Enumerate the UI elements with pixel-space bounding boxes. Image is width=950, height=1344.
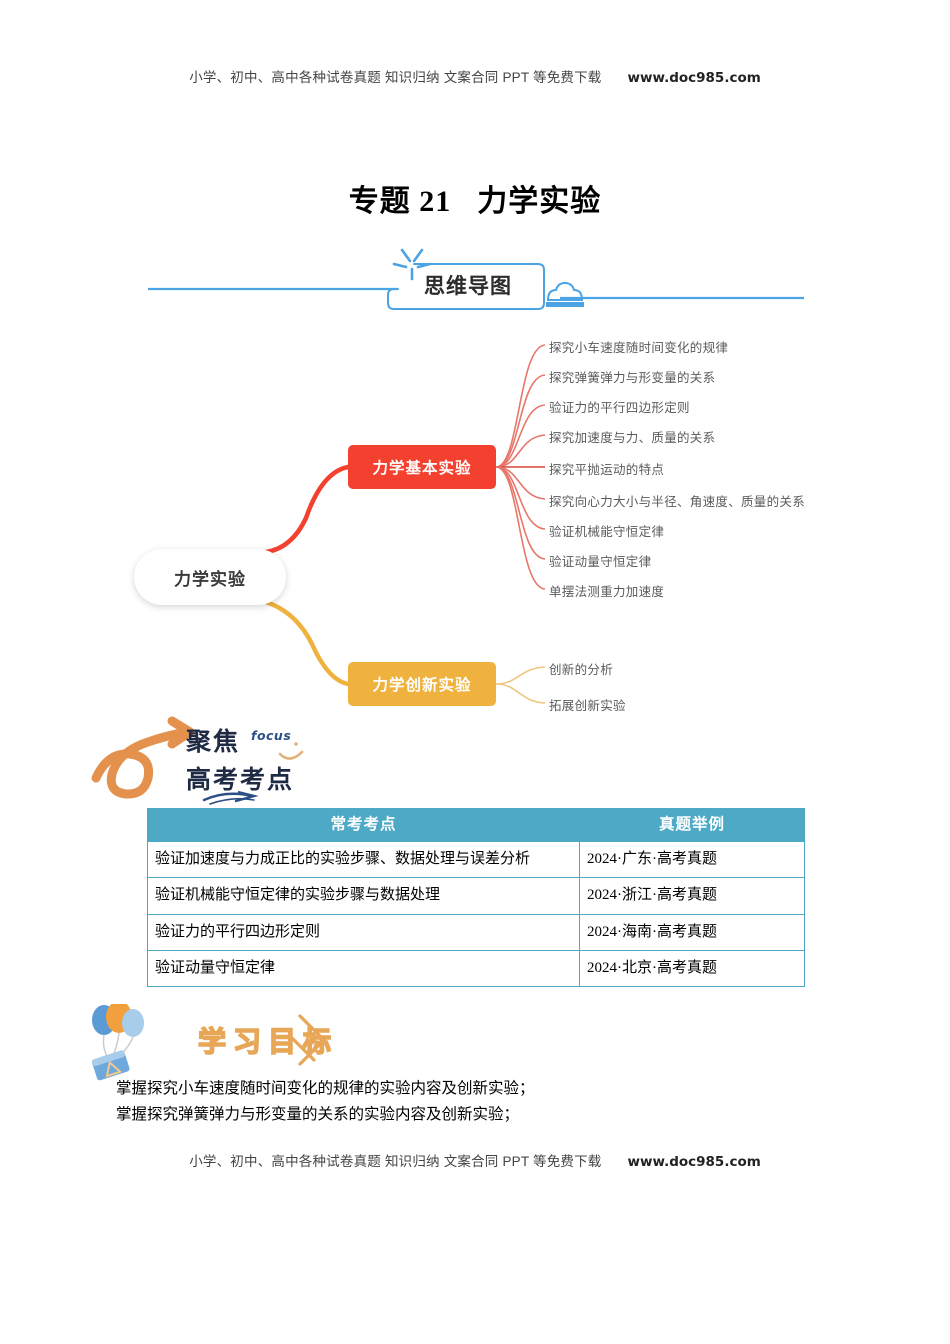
header-watermark-text: 小学、初中、高中各种试卷真题 知识归纳 文案合同 PPT 等免费下载 xyxy=(189,70,602,85)
header-watermark: 小学、初中、高中各种试卷真题 知识归纳 文案合同 PPT 等免费下载 www.do… xyxy=(0,66,950,86)
goals-section-logo: 学习目标 xyxy=(86,1004,386,1084)
connector-root-innovation xyxy=(263,599,351,687)
table-row: 验证动量守恒定律 2024·北京·高考真题 xyxy=(147,949,805,988)
page-title: 专题 21 力学实验 xyxy=(0,176,950,220)
connector-root-basic xyxy=(263,464,351,555)
mindmap-branch-basic[interactable]: 力学基本实验 xyxy=(348,445,496,489)
table-row: 验证力的平行四边形定则 2024·海南·高考真题 xyxy=(147,913,805,951)
curved-arrow-icon xyxy=(91,716,195,799)
focus-logo-line2: 高考考点 xyxy=(186,765,295,794)
banner-frame xyxy=(387,263,545,310)
mindmap-connectors xyxy=(263,344,546,704)
mindmap-leaf[interactable]: 探究平抛运动的特点 xyxy=(549,462,665,477)
mindmap-leaf[interactable]: 探究向心力大小与半径、角速度、质量的关系 xyxy=(549,494,806,509)
learning-goals-list: 掌握探究小车速度随时间变化的规律的实验内容及创新实验； 掌握探究弹簧弹力与形变量… xyxy=(116,1076,816,1128)
table-cell-example: 2024·广东·高考真题 xyxy=(579,840,805,879)
basket-icon xyxy=(91,1050,130,1081)
focus-section-logo: 聚焦 高考考点 focus xyxy=(86,716,386,808)
table-cell-example: 2024·北京·高考真题 xyxy=(579,949,805,988)
banner-label: 思维导图 xyxy=(424,274,512,298)
swoosh-icon xyxy=(202,790,259,805)
mindmap-leaf[interactable]: 创新的分析 xyxy=(549,662,614,677)
table-header-cell: 常考考点 xyxy=(147,808,580,842)
footer-watermark: 小学、初中、高中各种试卷真题 知识归纳 文案合同 PPT 等免费下载 www.do… xyxy=(0,1150,950,1170)
page-title-prefix: 专题 21 xyxy=(348,185,452,218)
sparkle-icon xyxy=(392,248,432,281)
balloons-icon xyxy=(92,1004,144,1060)
table-cell-point: 验证加速度与力成正比的实验步骤、数据处理与误差分析 xyxy=(147,840,580,879)
focus-logo-graphics xyxy=(91,716,304,805)
connector-fan-basic xyxy=(495,344,546,590)
smile-icon xyxy=(278,750,304,760)
smile-dot-icon xyxy=(294,742,298,746)
mindmap-leaf[interactable]: 验证机械能守恒定律 xyxy=(549,524,665,539)
mindmap-leaf[interactable]: 验证动量守恒定律 xyxy=(549,554,652,569)
table-header-row: 常考考点 真题举例 xyxy=(147,808,805,842)
learning-goal-item: 掌握探究弹簧弹力与形变量的关系的实验内容及创新实验； xyxy=(116,1106,520,1123)
table-cell-point: 验证机械能守恒定律的实验步骤与数据处理 xyxy=(147,877,580,915)
banner-decoration xyxy=(148,248,804,310)
cloud-icon xyxy=(546,281,584,307)
mindmap-branch-innovation[interactable]: 力学创新实验 xyxy=(348,662,496,706)
table-cell-point: 验证力的平行四边形定则 xyxy=(147,913,580,951)
page-title-main: 力学实验 xyxy=(477,185,602,218)
table-cell-point: 验证动量守恒定律 xyxy=(147,949,580,988)
mindmap-section-banner: 思维导图 xyxy=(0,248,950,310)
mindmap-leaf[interactable]: 单摆法测重力加速度 xyxy=(549,584,665,599)
mindmap-leaf[interactable]: 探究加速度与力、质量的关系 xyxy=(549,430,716,445)
footer-watermark-text: 小学、初中、高中各种试卷真题 知识归纳 文案合同 PPT 等免费下载 xyxy=(189,1154,602,1169)
focus-logo-line1: 聚焦 xyxy=(186,727,241,756)
focus-logo-english: focus xyxy=(251,728,292,743)
goals-logo-label: 学习目标 xyxy=(197,1024,339,1059)
goal-logo-graphics xyxy=(91,1004,327,1081)
table-header-cell: 真题举例 xyxy=(579,808,805,842)
exam-points-table: 常考考点 真题举例 验证加速度与力成正比的实验步骤、数据处理与误差分析 2024… xyxy=(147,808,805,988)
mindmap-leaf[interactable]: 探究小车速度随时间变化的规律 xyxy=(549,340,729,355)
double-chevron-icon xyxy=(290,1014,327,1066)
table-row: 验证加速度与力成正比的实验步骤、数据处理与误差分析 2024·广东·高考真题 xyxy=(147,840,805,879)
mindmap-diagram: 力学实验 力学基本实验 力学创新实验 探究小车速度随时间变化的规律 探究弹簧弹力… xyxy=(0,322,950,722)
mindmap-leaf[interactable]: 验证力的平行四边形定则 xyxy=(549,400,690,415)
mindmap-root-node[interactable]: 力学实验 xyxy=(134,549,286,605)
footer-watermark-url: www.doc985.com xyxy=(627,1154,761,1170)
table-row: 验证机械能守恒定律的实验步骤与数据处理 2024·浙江·高考真题 xyxy=(147,877,805,915)
mindmap-leaf[interactable]: 拓展创新实验 xyxy=(549,698,626,713)
learning-goal-item: 掌握探究小车速度随时间变化的规律的实验内容及创新实验； xyxy=(116,1080,535,1097)
header-watermark-url: www.doc985.com xyxy=(627,70,761,86)
connector-fan-innovation xyxy=(495,666,546,704)
table-cell-example: 2024·浙江·高考真题 xyxy=(579,877,805,915)
table-cell-example: 2024·海南·高考真题 xyxy=(579,913,805,951)
mindmap-leaf[interactable]: 探究弹簧弹力与形变量的关系 xyxy=(549,370,716,385)
